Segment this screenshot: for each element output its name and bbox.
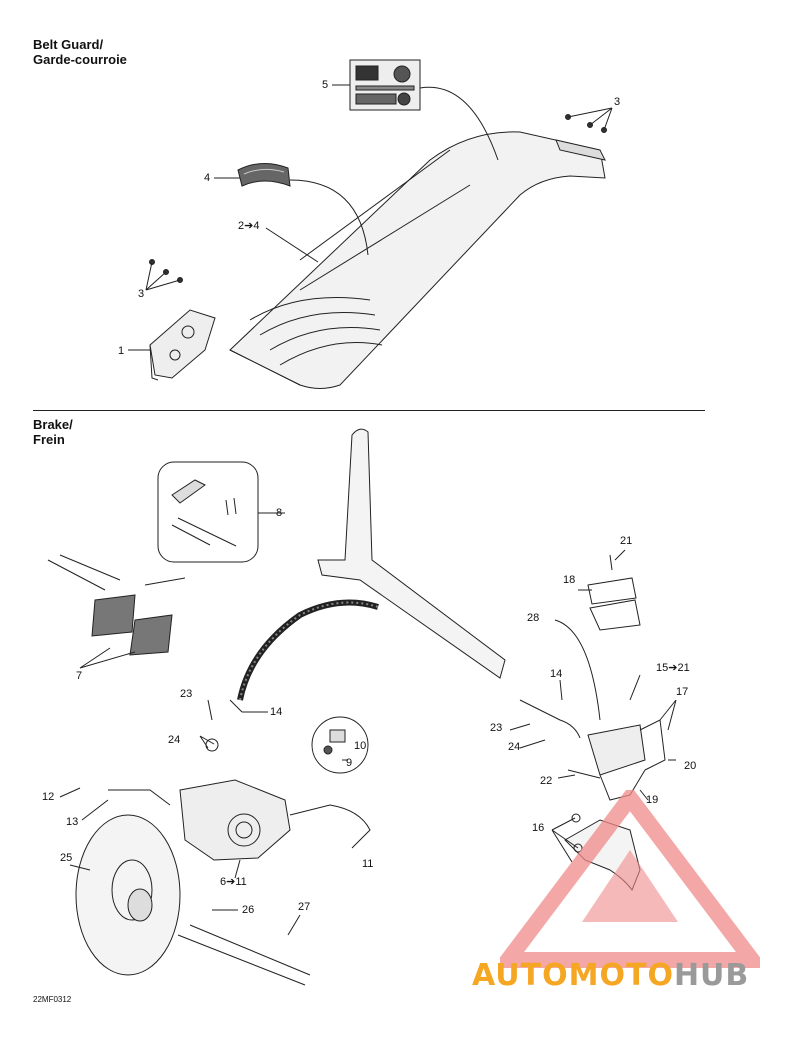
caliper-assembly (108, 699, 371, 861)
callout-26: 26 (242, 904, 255, 916)
callout-19: 19 (646, 794, 659, 806)
belt-guard-bracket (149, 309, 216, 381)
callout-10: 10 (354, 740, 367, 752)
callout-28: 28 (527, 612, 540, 624)
callout-15: 15➔21 (656, 662, 690, 674)
belt-guard-decal (349, 59, 421, 111)
callout-17: 17 (676, 686, 689, 698)
callout-6: 6➔11 (220, 876, 247, 888)
callout-11: 11 (362, 858, 374, 870)
belt-guard-title: Belt Guard/ Garde-courroie (33, 37, 127, 67)
callout-7: 7 (76, 670, 83, 682)
caliper-detail-circle (311, 716, 369, 774)
brake-title-en: Brake/ (33, 417, 73, 432)
callout-2: 2➔4 (238, 220, 260, 232)
belt-guard-leaders (128, 84, 613, 351)
callout-5: 5 (322, 79, 329, 91)
callout-4: 4 (204, 172, 211, 184)
callout-21: 21 (620, 535, 633, 547)
watermark-text-part1: AUTOMOTO (472, 958, 674, 993)
callout-1: 1 (118, 345, 125, 357)
brake-disc (75, 814, 311, 986)
callout-8: 8 (276, 507, 283, 519)
document-code: 22MF0312 (33, 995, 72, 1004)
callout-24-right: 24 (508, 741, 521, 753)
section-divider (33, 410, 705, 411)
callout-14-left: 14 (270, 706, 283, 718)
callout-12: 12 (42, 791, 55, 803)
watermark-text: AUTOMOTOHUB (472, 958, 749, 993)
brake-pads (47, 554, 186, 656)
brake-leaders (59, 512, 677, 936)
callout-9: 9 (346, 757, 353, 769)
callout-23-right: 23 (490, 722, 503, 734)
brake-cable (237, 599, 379, 701)
callout-13: 13 (66, 816, 79, 828)
callout-3-right: 3 (614, 96, 621, 108)
callout-18: 18 (563, 574, 576, 586)
callout-22: 22 (540, 775, 553, 787)
callout-27: 27 (298, 901, 311, 913)
callout-20: 20 (684, 760, 697, 772)
watermark-triangle-logo (500, 790, 760, 968)
brake-title: Brake/ Frein (33, 417, 73, 447)
handlebar (317, 428, 506, 679)
belt-guard-title-fr: Garde-courroie (33, 52, 127, 67)
callout-14-right: 14 (550, 668, 563, 680)
belt-guard-cover (229, 131, 606, 389)
watermark-text-part2: HUB (673, 958, 750, 993)
callout-3-left: 3 (138, 288, 145, 300)
belt-guard-handle (237, 163, 291, 187)
pad-kit-box (157, 461, 259, 563)
callout-16: 16 (532, 822, 545, 834)
belt-guard-title-en: Belt Guard/ (33, 37, 104, 52)
callout-25: 25 (60, 852, 73, 864)
callout-23-left: 23 (180, 688, 193, 700)
master-cylinder (519, 554, 666, 801)
brake-title-fr: Frein (33, 432, 65, 447)
callout-24-left: 24 (168, 734, 181, 746)
